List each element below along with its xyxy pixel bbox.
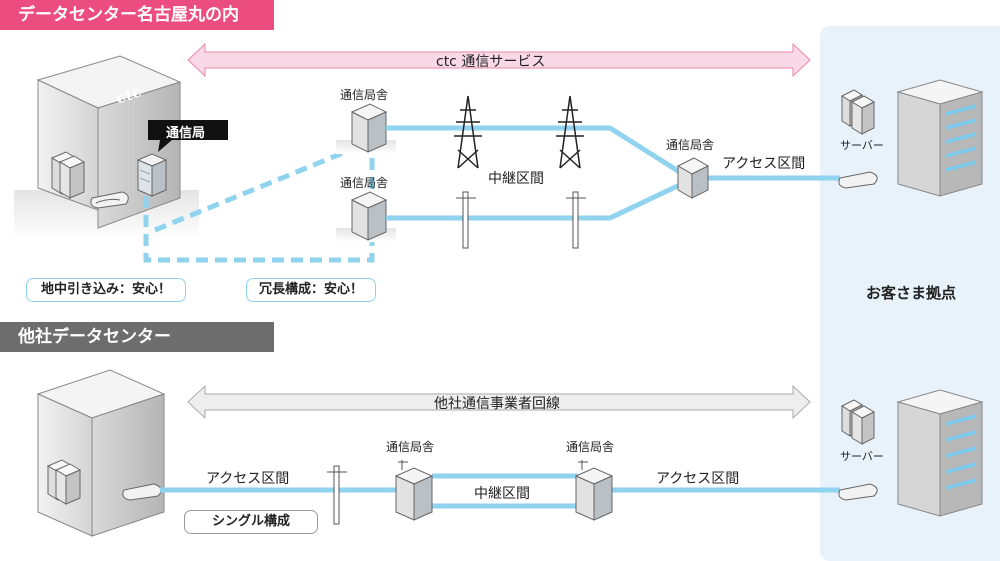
- single-line-bottom: [160, 473, 840, 509]
- station-upper-icon: [336, 103, 396, 154]
- customer-server-icon: [840, 399, 876, 445]
- telecom-office-callout-label: 通信局: [166, 126, 206, 141]
- station-left-icon: [394, 460, 434, 521]
- utility-pole-icon: [566, 191, 586, 249]
- telecom-office-icon: [136, 153, 168, 197]
- relay-label-top: 中継区間: [488, 171, 544, 187]
- router-icon: [122, 483, 162, 501]
- station-left-label-bottom: 通信局舎: [386, 440, 435, 454]
- access-label-top: アクセス区間: [722, 156, 806, 172]
- transmission-tower-icon: [454, 95, 482, 169]
- relay-label-bottom: 中継区間: [474, 486, 530, 502]
- badge-underground: 地中引き込み：安心！: [26, 278, 186, 302]
- server-icon: [46, 459, 82, 505]
- station-upper-label: 通信局舎: [340, 88, 389, 102]
- other-carrier-service-arrow: [187, 384, 811, 420]
- server-label-top: サーバー: [840, 139, 884, 152]
- router-icon: [90, 191, 129, 209]
- ctc-service-label: ctc 通信サービス: [436, 54, 546, 70]
- customer-server-icon: [840, 89, 876, 135]
- customer-router-icon: [838, 171, 878, 189]
- station-right-icon: [676, 157, 710, 199]
- section-header-top: データセンター名古屋丸の内: [0, 0, 274, 30]
- ctc-service-arrow: [187, 42, 811, 78]
- customer-site-label: お客さま拠点: [866, 284, 957, 302]
- station-right-icon: [574, 460, 614, 521]
- relay-lines-top: [386, 125, 840, 221]
- utility-pole-icon: [327, 465, 347, 525]
- server-icon: [50, 151, 86, 199]
- utility-pole-icon: [456, 191, 476, 249]
- badge-redundant: 冗長構成：安心！: [246, 278, 376, 302]
- section-header-bottom: 他社データセンター: [0, 322, 274, 352]
- transmission-tower-icon: [556, 95, 584, 169]
- station-right-label-bottom: 通信局舎: [566, 440, 615, 454]
- other-carrier-service-label: 他社通信事業者回線: [434, 396, 560, 412]
- badge-single: シングル構成: [184, 510, 318, 534]
- customer-building-top: [896, 79, 984, 197]
- customer-building-bottom: [896, 389, 984, 517]
- datacenter-building-bottom: [36, 369, 166, 537]
- server-label-bottom: サーバー: [840, 450, 884, 463]
- telecom-office-callout: [148, 120, 228, 152]
- access-label-bottom-left: アクセス区間: [206, 471, 290, 487]
- station-right-label: 通信局舎: [666, 138, 715, 152]
- station-lower-icon: [336, 191, 396, 242]
- customer-router-icon: [838, 483, 878, 501]
- station-lower-label: 通信局舎: [340, 176, 389, 190]
- access-label-bottom-right: アクセス区間: [656, 471, 740, 487]
